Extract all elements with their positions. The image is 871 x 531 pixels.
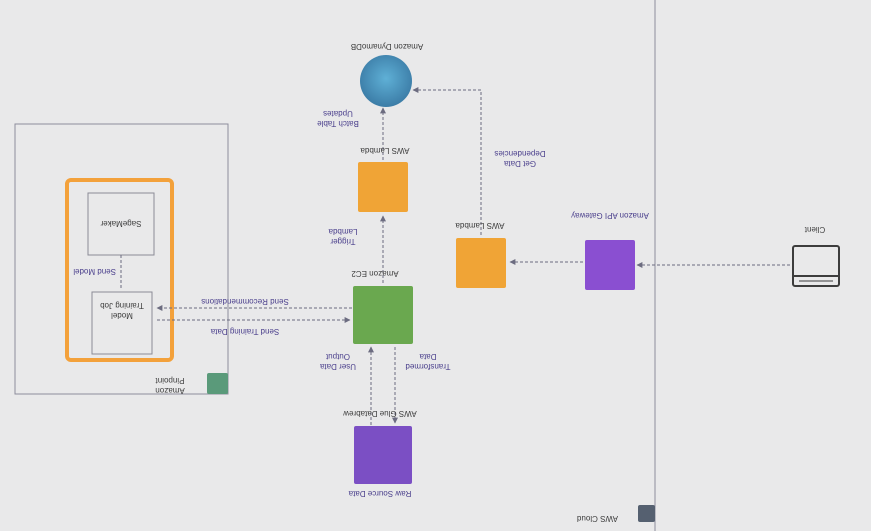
model-label: Model Training Job <box>100 301 144 320</box>
lambda-right-label: AWS Lambda <box>455 221 505 230</box>
dynamodb-icon <box>360 55 412 107</box>
client-label: Client <box>804 225 826 234</box>
trigger-label: Trigger Lambda <box>328 227 358 246</box>
pinpoint-label: Amazon Pinpoint <box>155 376 185 395</box>
pinpoint-icon <box>207 373 228 394</box>
api-gateway-icon <box>585 240 635 290</box>
browser-window-icon <box>792 245 840 287</box>
glue-databrew-icon <box>354 426 412 484</box>
sagemaker-label: SageMaker <box>100 219 142 228</box>
ec2-icon <box>353 286 413 344</box>
get-data-label: Get Data Dependencies <box>494 149 546 168</box>
send-model-label: Send Model <box>73 267 116 276</box>
batch-write-label: Batch Table Updates <box>317 109 359 128</box>
ec2-label: Amazon EC2 <box>351 269 399 278</box>
train-data-label: Send Training Data <box>210 327 280 336</box>
glue-label: AWS Glue Databrew <box>343 409 417 418</box>
cloud-label: AWS Cloud <box>576 514 619 523</box>
edge-lambda-to-db <box>412 87 482 235</box>
database-label: Amazon DynamoDB <box>350 42 424 51</box>
lambda-top-label: AWS Lambda <box>360 146 410 155</box>
s3-data-label: Raw Source Data <box>348 489 412 498</box>
model-box <box>91 291 153 355</box>
aws-cloud-icon <box>638 505 655 522</box>
recommend-label: Send Recommendations <box>201 297 289 306</box>
transform-label: Transformed Data <box>405 352 451 371</box>
api-gateway-label: Amazon API Gateway <box>571 211 649 220</box>
sagemaker-container <box>65 178 174 362</box>
pinpoint-group-border <box>14 123 229 395</box>
user-data-label: User Data Output <box>320 352 357 371</box>
lambda-icon <box>358 162 408 212</box>
lambda-icon <box>456 238 506 288</box>
